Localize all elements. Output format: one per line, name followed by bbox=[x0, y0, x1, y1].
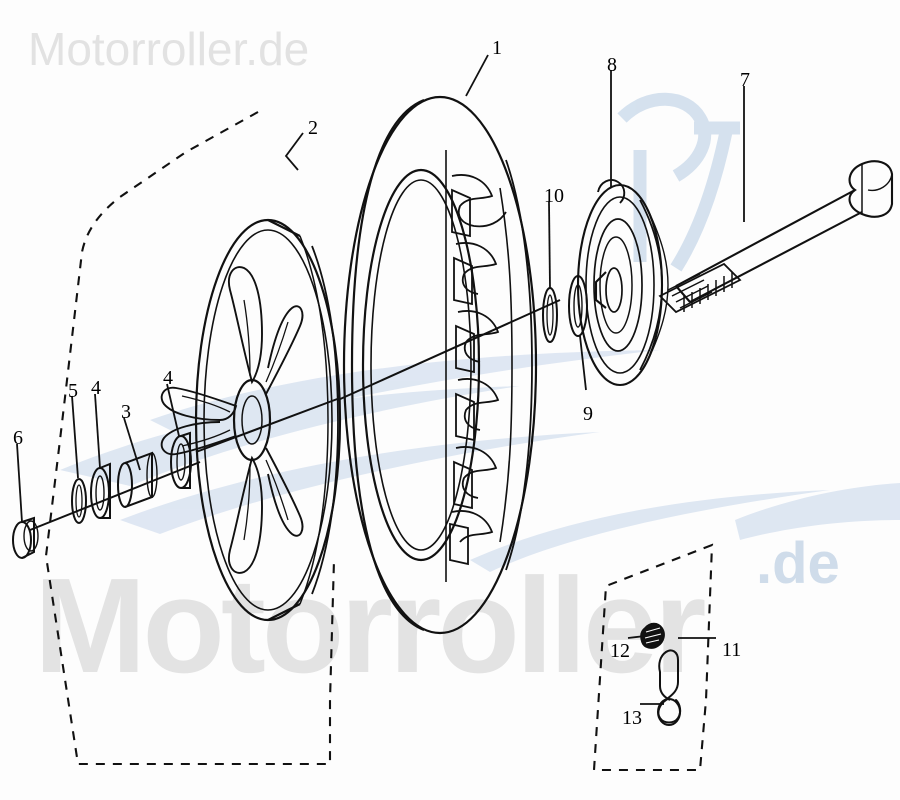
leader-4b bbox=[166, 383, 180, 437]
callout-label-12[interactable]: 12 bbox=[610, 640, 630, 662]
callout-label-4b[interactable]: 4 bbox=[163, 367, 173, 389]
callout-label-3[interactable]: 3 bbox=[121, 401, 131, 423]
wheel-rim-spokes bbox=[160, 266, 304, 574]
brand-monogram-watermark bbox=[617, 92, 740, 272]
circlip-part5 bbox=[71, 478, 87, 524]
leader-3 bbox=[123, 417, 141, 471]
brake-drum-hub-part8 bbox=[576, 179, 669, 387]
callout-label-7[interactable]: 7 bbox=[740, 69, 750, 91]
callout-label-13[interactable]: 13 bbox=[622, 707, 642, 729]
callout-leaders bbox=[16, 54, 745, 705]
leader-1 bbox=[465, 54, 489, 97]
valve-cap-detail bbox=[644, 627, 662, 644]
callout-label-5[interactable]: 5 bbox=[68, 380, 78, 402]
leader-5 bbox=[71, 395, 79, 479]
o-ring-part10 bbox=[542, 287, 558, 343]
leader-4a bbox=[94, 393, 101, 469]
valve-stem-part13 bbox=[657, 649, 682, 724]
leader-12 bbox=[627, 635, 646, 639]
callout-label-4a[interactable]: 4 bbox=[91, 377, 101, 399]
brand-swoosh-watermark bbox=[60, 350, 900, 572]
leader-6 bbox=[16, 443, 23, 523]
tire-tread-pattern bbox=[445, 150, 513, 582]
callout-label-6[interactable]: 6 bbox=[13, 427, 23, 449]
axle-nut-part6 bbox=[12, 516, 39, 559]
callout-label-2[interactable]: 2 bbox=[308, 117, 318, 139]
leader-10 bbox=[548, 201, 551, 289]
valve-assembly-part11-body bbox=[657, 698, 681, 726]
callout-label-11[interactable]: 11 bbox=[722, 639, 742, 661]
leader-2 bbox=[284, 132, 304, 171]
axle-bolt-part7 bbox=[658, 160, 894, 314]
tire-part bbox=[342, 95, 538, 635]
leader-9 bbox=[579, 335, 587, 391]
wheel-rim-part bbox=[194, 218, 342, 622]
callout-label-1[interactable]: 1 bbox=[492, 37, 502, 59]
valve-group-boundary bbox=[592, 543, 714, 772]
bearing-part4b bbox=[170, 431, 192, 489]
spacer-sleeve-part3 bbox=[117, 451, 158, 508]
watermark-top: Motorroller.de bbox=[28, 23, 310, 75]
callout-label-9[interactable]: 9 bbox=[583, 403, 593, 425]
callout-label-10[interactable]: 10 bbox=[544, 185, 564, 207]
callout-label-8[interactable]: 8 bbox=[607, 54, 617, 76]
watermark-de: .de bbox=[756, 531, 840, 596]
watermark-bottom: Motorroller bbox=[34, 550, 707, 701]
